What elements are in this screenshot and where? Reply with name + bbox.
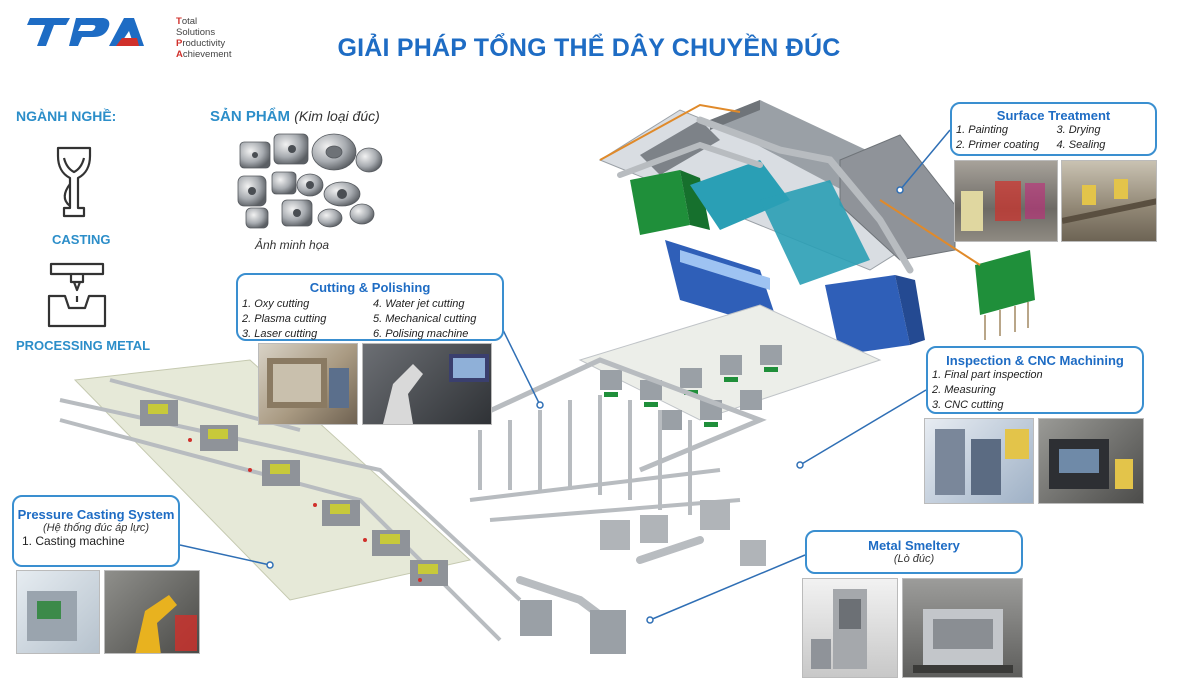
list-item: 2. Measuring bbox=[932, 384, 996, 396]
surface-photo-1 bbox=[954, 160, 1058, 242]
connector-lines bbox=[179, 129, 951, 624]
list-item: 4. Sealing bbox=[1056, 139, 1106, 151]
metal-smeltery-title: Metal Smeltery bbox=[868, 538, 960, 553]
tagline-word: chievement bbox=[182, 49, 232, 60]
inspection-cnc-list: 1. Final part inspection 2. Measuring 3.… bbox=[928, 368, 1142, 413]
pressure-casting-box: Pressure Casting System (Hệ thống đúc áp… bbox=[12, 495, 180, 567]
products-caption: Ảnh minh họa bbox=[255, 238, 330, 252]
pressure-casting-title: Pressure Casting System bbox=[17, 507, 175, 522]
list-item: 1. Casting machine bbox=[22, 534, 125, 548]
list-item: 3. CNC cutting bbox=[932, 399, 1004, 411]
cutting-polishing-title: Cutting & Polishing bbox=[309, 280, 431, 295]
metal-smeltery-subtitle: (Lò đúc) bbox=[893, 553, 935, 565]
list-item: 4. Water jet cutting bbox=[373, 298, 465, 310]
inspection-photo-1 bbox=[924, 418, 1034, 504]
press-icon bbox=[47, 262, 107, 328]
paint-line-drawing bbox=[961, 181, 1045, 231]
logo-tagline: Total Solutions Productivity Achievement bbox=[176, 16, 231, 60]
cutting-photo-2 bbox=[362, 343, 492, 425]
cutting-polishing-list: 1. Oxy cutting 4. Water jet cutting 2. P… bbox=[238, 295, 502, 342]
casting-cell-drawing bbox=[27, 591, 77, 641]
tagline-word: otal Solutions bbox=[176, 16, 216, 38]
surface-treatment-title: Surface Treatment bbox=[996, 108, 1111, 123]
products-title-text: SẢN PHẨM bbox=[210, 108, 291, 125]
conveyor-drawing bbox=[1062, 179, 1156, 224]
inspection-cnc-box: Inspection & CNC Machining 1. Final part… bbox=[926, 346, 1144, 414]
list-item: 3. Laser cutting bbox=[242, 328, 318, 340]
furnace-drawing bbox=[913, 609, 1013, 673]
tagline-initial: T bbox=[176, 16, 182, 27]
page-title: GIẢI PHÁP TỔNG THỂ DÂY CHUYỀN ĐÚC bbox=[337, 34, 841, 62]
smeltery-photo-1 bbox=[802, 578, 898, 678]
products-title: SẢN PHẨM (Kim loại đúc) bbox=[210, 108, 380, 125]
list-item: 3. Drying bbox=[1056, 124, 1101, 136]
machining-area bbox=[468, 304, 882, 654]
furnace-tower-drawing bbox=[811, 589, 867, 669]
list-item: 5. Mechanical cutting bbox=[373, 313, 477, 325]
company-logo: Total Solutions Productivity Achievement bbox=[26, 12, 231, 60]
inspection-cnc-title: Inspection & CNC Machining bbox=[946, 353, 1124, 368]
pressure-photo-2 bbox=[104, 570, 200, 654]
industry-casting-label: CASTING bbox=[52, 232, 111, 247]
industry-processing-label: PROCESSING METAL bbox=[16, 338, 151, 353]
surface-treatment-box: Surface Treatment 1. Painting 3. Drying … bbox=[950, 102, 1157, 156]
pressure-casting-list: 1. Casting machine bbox=[14, 534, 178, 549]
tagline-initial: A bbox=[176, 49, 183, 60]
list-item: 2. Plasma cutting bbox=[242, 313, 327, 325]
list-item: 2. Primer coating bbox=[956, 139, 1040, 151]
list-item: 1. Painting bbox=[956, 124, 1008, 136]
list-item: 6. Polising machine bbox=[373, 328, 469, 340]
list-item: 1. Final part inspection bbox=[932, 369, 1043, 381]
surface-treatment-list: 1. Painting 3. Drying 2. Primer coating … bbox=[952, 123, 1155, 153]
casting-robot-drawing bbox=[135, 595, 197, 653]
tagline-word: roductivity bbox=[182, 38, 226, 49]
ladle-icon bbox=[56, 146, 92, 218]
list-item: 1. Oxy cutting bbox=[242, 298, 310, 310]
cast-parts-image bbox=[237, 133, 383, 229]
pressure-casting-subtitle: (Hệ thống đúc áp lực) bbox=[42, 522, 150, 534]
cutting-polishing-box: Cutting & Polishing 1. Oxy cutting 4. Wa… bbox=[236, 273, 504, 341]
tpa-logo-mark bbox=[27, 18, 144, 46]
industry-label: NGÀNH NGHỀ: bbox=[16, 108, 117, 124]
robot-arm-drawing bbox=[383, 354, 489, 424]
surface-photo-2 bbox=[1061, 160, 1157, 242]
inspection-cell-drawing bbox=[935, 429, 1029, 495]
cutting-photo-1 bbox=[258, 343, 358, 425]
inspection-photo-2 bbox=[1038, 418, 1144, 504]
smeltery-photo-2 bbox=[902, 578, 1023, 678]
pressure-photo-1 bbox=[16, 570, 100, 654]
products-subtitle: (Kim loại đúc) bbox=[294, 108, 380, 124]
cutting-cell-drawing bbox=[267, 358, 349, 408]
surface-treatment-area bbox=[598, 100, 1035, 355]
metal-smeltery-box: Metal Smeltery (Lò đúc) bbox=[805, 530, 1023, 574]
tagline-initial: P bbox=[176, 38, 183, 49]
cnc-machine-drawing bbox=[1049, 439, 1133, 489]
pressure-casting-area bbox=[59, 359, 522, 642]
